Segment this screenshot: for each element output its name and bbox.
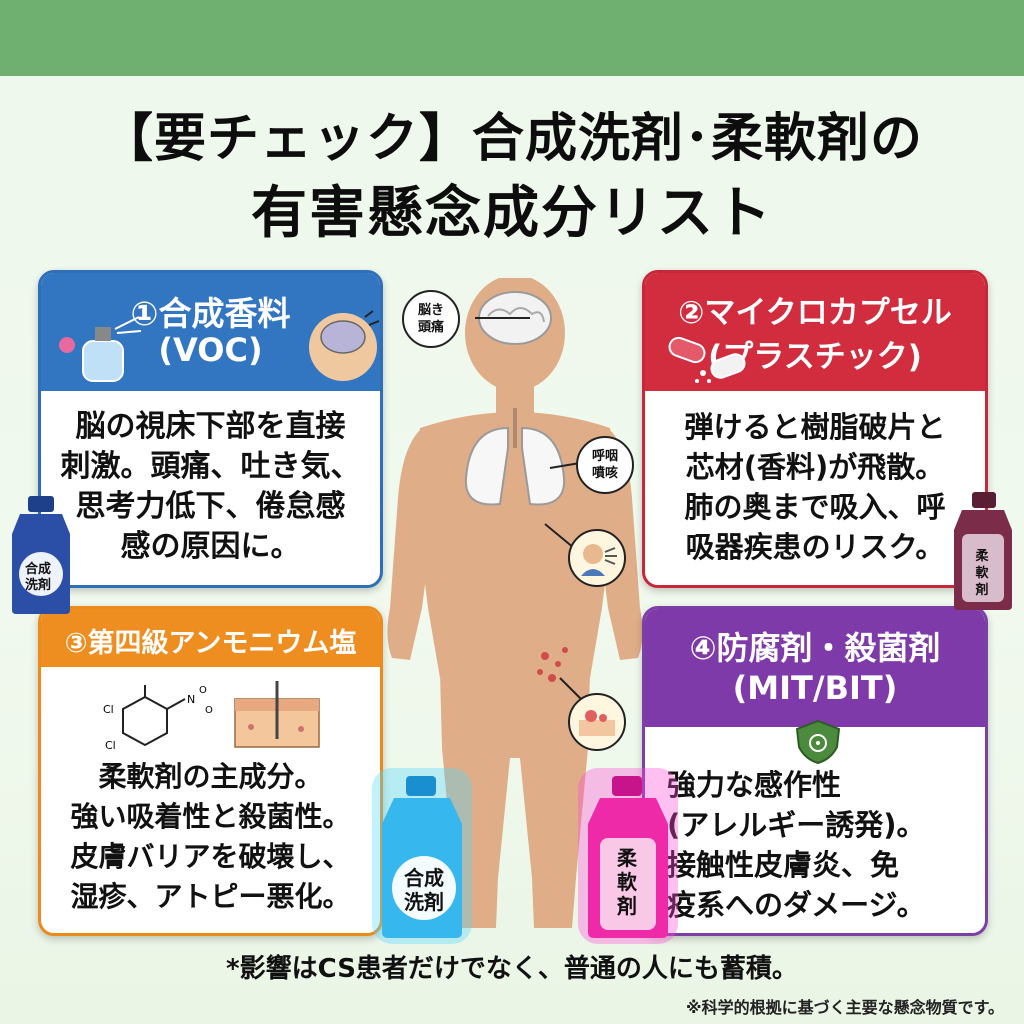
- detergent-bottle-large: [372, 768, 472, 944]
- card-preservative: ④防腐剤・殺菌剤 (MIT/BIT) 強力な感作性 (アレルギー誘発)。 接触性…: [642, 606, 988, 936]
- detergent-bottle-small: [12, 496, 70, 614]
- biohazard-shield-icon: [795, 719, 841, 765]
- card-2-header: ②マイクロカプセル (プラスチック): [645, 273, 985, 391]
- perfume-spray-icon: [59, 316, 142, 382]
- coughing-person-icon: [568, 529, 626, 587]
- card-2-title: ②マイクロカプセル: [678, 295, 952, 331]
- card-quaternary-ammonium: ③第四級アンモニウム塩 Cl Cl Cl N O O 柔軟剤の主成分。 強い吸着…: [38, 606, 383, 936]
- skin-rash-icon: [568, 693, 626, 751]
- softener-bottle-small: [954, 492, 1012, 610]
- human-body-illustration: [387, 278, 643, 928]
- chem-o-1: O: [199, 685, 207, 696]
- chem-o-2: O: [205, 705, 213, 716]
- detergent-large-label: 合成 洗剤: [404, 866, 444, 914]
- headache-bubble: 脳き 頭痛: [402, 290, 460, 348]
- source-note: ※科学的根拠に基づく主要な懸念物質です。: [686, 998, 1004, 1017]
- headache-head-icon: [309, 310, 380, 381]
- lungs-icon: [464, 408, 566, 506]
- card-1-subtitle: (VOC): [158, 331, 263, 369]
- chemical-structure-icon: Cl Cl Cl N O O: [103, 683, 213, 752]
- card-synthetic-fragrance: ①合成香料 (VOC) 脳の視床下部を直接 刺激。頭痛、吐き気、 思考力低下、倦…: [38, 270, 383, 588]
- card-3-body: 柔軟剤の主成分。 強い吸着性と殺菌性。 皮膚バリアを破壊し、 湿疹、アトピー悪化…: [70, 760, 351, 913]
- card-1-title: ①合成香料: [130, 294, 291, 333]
- card-4-body: 強力な感作性 (アレルギー誘発)。 接触性皮膚炎、免 疫系へのダメージ。: [667, 768, 926, 922]
- card-2-body: 弾けると樹脂破片と 芯材(香料)が飛散。 肺の奥まで吸入、呼 吸器疾患のリスク。: [684, 410, 946, 564]
- chem-cl-2: Cl: [103, 703, 114, 716]
- chem-n: N: [187, 693, 195, 706]
- card-3-header: ③第四級アンモニウム塩: [41, 609, 380, 667]
- detergent-small-label: 合成 洗剤: [24, 562, 51, 593]
- capsule-icon: [668, 336, 746, 383]
- cough-bubble: 呼咽 噴咳: [576, 436, 634, 494]
- card-4-header: ④防腐剤・殺菌剤 (MIT/BIT): [645, 609, 985, 727]
- top-banner: [0, 0, 1024, 76]
- softener-bottle-large: [578, 768, 678, 944]
- title-line-1: 【要チェック】合成洗剤･柔軟剤の: [100, 109, 923, 169]
- card-4-title: ④防腐剤・殺菌剤: [689, 629, 941, 667]
- softener-large-label: 柔 軟 剤: [617, 846, 637, 918]
- card-microcapsule: ②マイクロカプセル (プラスチック) 弾けると樹脂破片と 芯材(香料)が飛散。 …: [642, 270, 988, 588]
- chem-cl-3: Cl: [105, 739, 116, 752]
- card-2-subtitle: (プラスチック): [708, 339, 922, 375]
- card-1-body: 脳の視床下部を直接 刺激。頭痛、吐き気、 思考力低下、倦怠感 感の原因に。: [60, 409, 361, 564]
- card-3-title: ③第四級アンモニウム塩: [64, 628, 357, 659]
- footnote: *影響はCS患者だけでなく、普通の人にも蓄積。: [226, 954, 798, 984]
- chem-cl-1: Cl: [141, 683, 152, 686]
- card-4-subtitle: (MIT/BIT): [732, 669, 898, 707]
- rash-marks: [537, 647, 568, 682]
- skin-layer-icon: [234, 681, 320, 748]
- softener-small-label: 柔 軟 剤: [975, 549, 989, 598]
- card-1-header: ①合成香料 (VOC): [41, 273, 380, 391]
- title-line-2: 有害懸念成分リスト: [251, 181, 773, 246]
